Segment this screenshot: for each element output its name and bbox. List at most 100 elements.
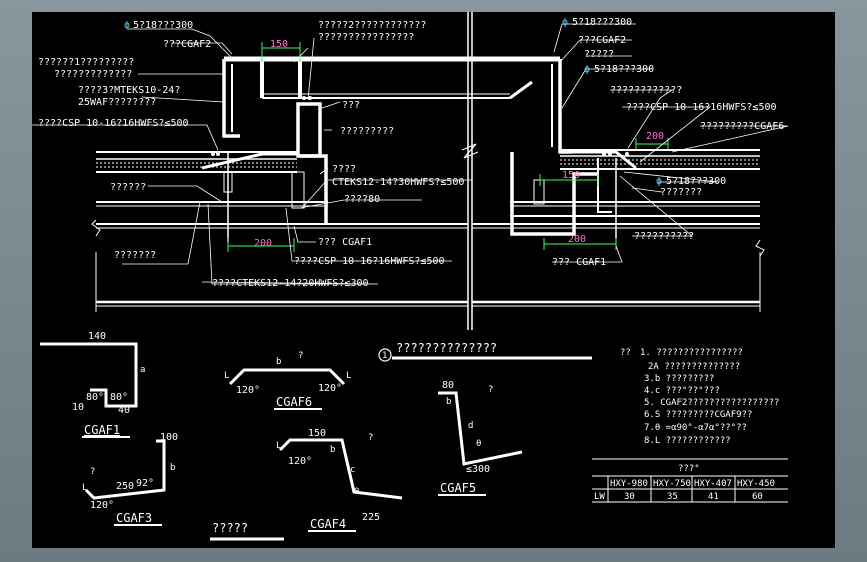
label-cteks: CTEKS12-14?30HWFS?≤500	[332, 177, 464, 188]
cgaf4-q: ?	[368, 433, 373, 443]
cgaf6-q: ?	[298, 351, 303, 361]
label-q9a: ?????????	[340, 126, 394, 137]
cgaf3-angle-120: 120°	[90, 500, 114, 511]
note-2: 2A ??????????????	[648, 362, 740, 372]
cgaf4-dim-150: 150	[308, 428, 326, 439]
cgaf2-flashing-right	[558, 59, 572, 154]
label-q7b: ???????	[114, 250, 156, 261]
note-8: 8.L ????????????	[644, 436, 731, 446]
notes-block: ?? 1. ???????????????? 2A ??????????????…	[620, 348, 779, 446]
label-cgaf6-right: ?????????CGAF6	[700, 121, 784, 132]
note-3: 3.b ?????????	[644, 374, 714, 384]
cgaf1-dim-140: 140	[88, 331, 106, 342]
detail-number: 1	[382, 351, 387, 361]
cgaf1-a: a	[140, 365, 145, 375]
table-header-1: HXY-980	[610, 479, 648, 489]
label-csp-left: ????CSP 10-16?16HWFS?≤500	[38, 118, 189, 129]
cgaf6-l-right: L	[346, 371, 351, 381]
label-q12: ????????????	[610, 85, 682, 96]
left-note-2: ?????????????	[54, 69, 132, 80]
label-cgaf2-right: ???CGAF2	[578, 35, 626, 46]
bracket	[223, 171, 233, 193]
label-cgaf2-left: ???CGAF2	[163, 39, 211, 50]
cgaf4-name: CGAF4	[310, 517, 346, 531]
cgaf5-dim-80: 80	[442, 380, 454, 391]
label-q10: ??????????	[634, 231, 694, 242]
cgaf5-name: CGAF5	[440, 481, 476, 495]
section-view: ϕ 5?18???300 ???CGAF2 150 ?????2????????…	[32, 12, 789, 330]
note-4: 4.c ???°??°???	[644, 386, 720, 396]
fastener-symbols	[211, 96, 629, 156]
svg-text:ϕ: ϕ	[562, 17, 568, 28]
label-top-center-2: ????????????????	[318, 32, 414, 43]
cgaf4-theta: θ	[354, 487, 359, 497]
break-mark	[755, 239, 765, 257]
table-cell: 30	[624, 492, 635, 502]
table-title: ???°	[678, 464, 700, 474]
left-note-1: ??????1?????????	[38, 57, 134, 68]
svg-text:ϕ: ϕ	[584, 64, 590, 75]
part-cgaf5: 80 ? b d θ ≤300 CGAF5	[438, 380, 523, 496]
part-cgaf6: b ? L L 120° 120° CGAF6	[224, 351, 351, 410]
label-phi-right: 5?18???300	[572, 17, 632, 28]
part-cgaf4: 150 ? b c θ L 120° 225 CGAF4	[276, 428, 403, 532]
cgaf5-r300: ≤300	[466, 464, 490, 475]
frame-line	[298, 154, 328, 224]
cgaf3-angle-92: 92°	[136, 478, 154, 489]
bracket	[291, 171, 305, 209]
cgaf6-angle-left: 120°	[236, 385, 260, 396]
frame-line	[597, 158, 612, 213]
flashing	[201, 152, 298, 170]
detail-title-text: ??????????????	[396, 341, 497, 355]
dim-200-right: 200	[568, 234, 586, 245]
label-cgaf1-right: ??? CGAF1	[552, 257, 606, 268]
cgaf3-dim-250: 250	[116, 481, 134, 492]
label-q6: ??????	[110, 182, 146, 193]
label-csp-bottom: ????CSP 10-16?16HWFS?≤500	[294, 256, 445, 267]
cgaf4-l: L	[276, 441, 281, 451]
cgaf6-angle-right: 120°	[318, 383, 342, 394]
label-cteks-bottom: ????CTEKS12-14?20HWFS?≤300	[212, 278, 369, 289]
part-cgaf3: 100 b 250 92° ? L 120° CGAF3	[82, 432, 178, 526]
label-cgaf1-left: ??? CGAF1	[318, 237, 372, 248]
cgaf3-l: L	[82, 483, 87, 493]
flashing	[572, 150, 637, 170]
cgaf6-b: b	[276, 357, 281, 367]
dim-150-right: 150	[562, 170, 580, 181]
label-top-center-1: ?????2????????????	[318, 20, 426, 31]
cgaf3-q: ?	[90, 467, 95, 477]
table-cell: 35	[667, 492, 678, 502]
table-header-3: HXY-407	[694, 479, 732, 489]
label-q3: ???	[342, 100, 360, 111]
svg-text:ϕ: ϕ	[124, 20, 130, 31]
detail-title: 1 ??????????????	[378, 341, 592, 362]
cgaf3-dim-100: 100	[160, 432, 178, 443]
break-mark	[461, 143, 479, 159]
cgaf6-l-left: L	[224, 371, 229, 381]
note-6: 6.S ?????????CGAF9??	[644, 410, 752, 420]
cgaf1-dim-10: 10	[72, 402, 84, 413]
note-1: 1. ????????????????	[640, 348, 743, 358]
cgaf1-dim-40: 40	[118, 405, 130, 416]
cgaf6-name: CGAF6	[276, 395, 312, 409]
table-cell: 41	[708, 492, 719, 502]
note-7: 7.θ =α90°-α7α°??°??	[644, 423, 747, 433]
bracket	[533, 179, 545, 205]
label-q4: ????	[332, 164, 356, 175]
cgaf5-theta: θ	[476, 439, 481, 449]
dim-200-left: 200	[254, 238, 272, 249]
part-cgaf1: 140 a 80° 80° 10 40 CGAF1	[40, 331, 145, 438]
label-csp-right: ????CSP 10-16?16HWFS?≤500	[626, 102, 777, 113]
dim-150-left: 150	[270, 39, 288, 50]
svg-text:ϕ: ϕ	[656, 176, 662, 187]
cgaf5-d: d	[468, 421, 473, 431]
frame-post-right	[510, 152, 598, 236]
leader-lines	[32, 23, 789, 285]
cgaf4-dim-225: 225	[362, 512, 380, 523]
table-cell: 60	[752, 492, 763, 502]
table-header-4: HXY-450	[737, 479, 775, 489]
drawing-canvas[interactable]: ϕ 5?18???300 ???CGAF2 150 ?????2????????…	[32, 12, 835, 548]
label-q7: ???????	[660, 187, 702, 198]
label-q5-right: ?????	[584, 49, 614, 60]
table-header-2: HXY-750	[653, 479, 691, 489]
